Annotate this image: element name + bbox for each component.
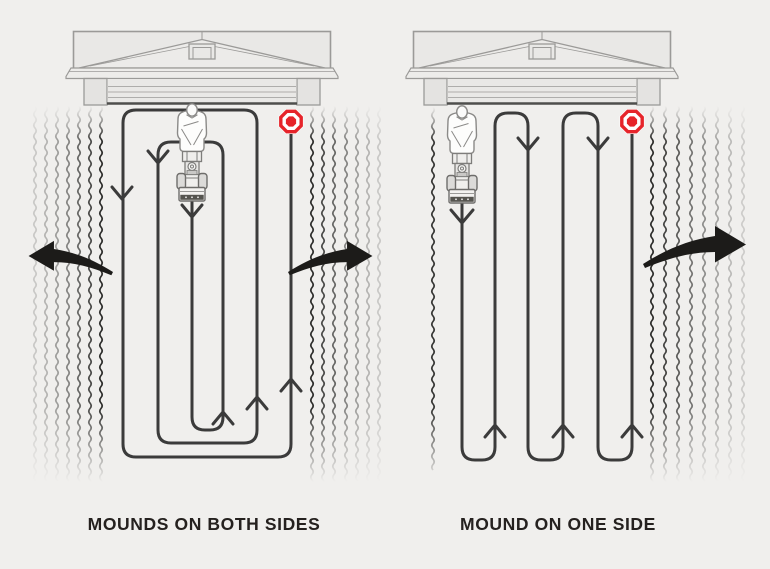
snow-mound-wavy-line (331, 105, 337, 487)
caption-mounds-both-sides: MOUNDS ON BOTH SIDES (87, 514, 321, 534)
chevron-up-icon (211, 410, 235, 426)
chevron-down-icon (146, 149, 170, 165)
snow-mound-wavy-line (65, 105, 71, 487)
chevron-down-icon (180, 203, 204, 219)
snow-mound-wavy-line (54, 105, 60, 487)
snow-mound-wavy-line (32, 105, 38, 487)
panel-mound-one-side (404, 30, 746, 487)
panel-mounds-both-sides (28, 30, 382, 487)
snow-mound-lines-right (649, 105, 746, 487)
garage-right (404, 30, 680, 107)
snow-mound-wavy-line (430, 106, 436, 471)
snow-mound-wavy-line (727, 105, 733, 487)
snow-mound-wavy-line (714, 105, 720, 487)
snow-mound-wavy-line (376, 105, 382, 487)
snow-mound-wavy-line (309, 105, 315, 487)
chevron-down-icon (586, 136, 610, 152)
snow-mound-wavy-line (343, 105, 349, 487)
snow-mound-wavy-line (365, 105, 371, 487)
snow-mound-wavy-line (76, 105, 82, 487)
chevron-up-icon (483, 423, 507, 439)
chevron-down-icon (110, 185, 134, 201)
chevron-up-icon (245, 395, 269, 411)
snow-mound-wavy-line (649, 105, 655, 487)
spiral-route-path (121, 108, 293, 459)
chevron-up-icon (620, 423, 644, 439)
garage-left (64, 30, 340, 107)
chevron-down-icon (449, 208, 475, 225)
caption-mound-one-side: MOUND ON ONE SIDE (460, 514, 656, 534)
route-direction-chevrons (449, 136, 644, 439)
snow-mound-lines-right (309, 105, 382, 487)
snow-mound-lines-left (32, 105, 104, 487)
operator-left-panel (176, 103, 208, 202)
snow-mound-wavy-line (740, 105, 746, 487)
snow-mound-wavy-line (701, 105, 707, 487)
snow-edge-line (430, 106, 436, 471)
snow-mound-wavy-line (43, 105, 49, 487)
chevron-up-icon (551, 423, 575, 439)
snow-mound-wavy-line (662, 105, 668, 487)
snow-mound-wavy-line (320, 105, 326, 487)
snow-mound-wavy-line (98, 105, 104, 487)
chevron-up-icon (279, 377, 303, 393)
snow-mound-wavy-line (688, 105, 694, 487)
chevron-down-icon (516, 136, 540, 152)
operator-right-panel (446, 105, 478, 204)
snow-mound-wavy-line (87, 105, 93, 487)
end-marker-left-panel (276, 107, 306, 136)
snow-mound-wavy-line (354, 105, 360, 487)
end-marker-right-panel (617, 107, 647, 136)
route-direction-chevrons (110, 149, 303, 426)
serpentine-route-path (460, 111, 634, 462)
snow-mound-wavy-line (675, 105, 681, 487)
throw-arrow-right-icon (288, 240, 373, 276)
